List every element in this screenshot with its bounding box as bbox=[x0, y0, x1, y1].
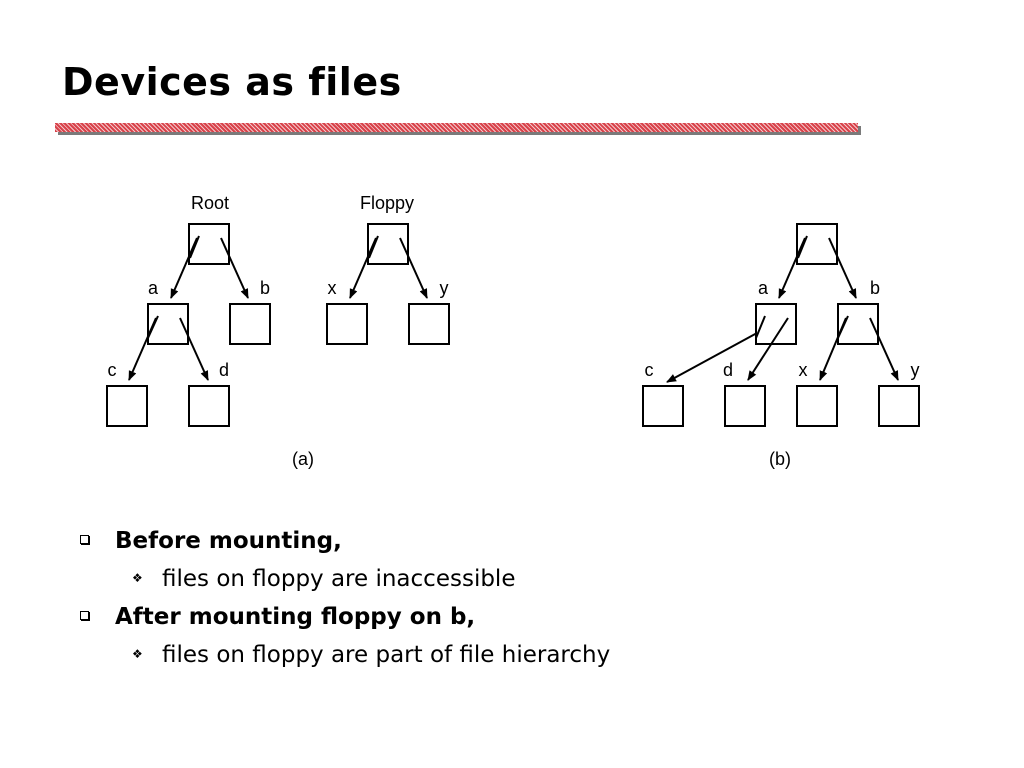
tree-a-label-x: x bbox=[328, 278, 337, 298]
tree-b-root-node bbox=[796, 223, 838, 265]
tree-a-label-d: d bbox=[219, 360, 229, 380]
tree-b-node-x bbox=[796, 385, 838, 427]
tree-a-node-x bbox=[326, 303, 368, 345]
tree-b-node-c bbox=[642, 385, 684, 427]
sub-bullet-item: ❖ files on floppy are inaccessible bbox=[132, 566, 515, 592]
tree-b-node-y bbox=[878, 385, 920, 427]
sub-bullet-item: ❖ files on floppy are part of file hierar… bbox=[132, 642, 610, 668]
tree-a-label-b: b bbox=[260, 278, 270, 298]
slide-title: Devices as files bbox=[62, 60, 402, 104]
sub-bullet-text: files on floppy are inaccessible bbox=[162, 566, 516, 592]
tree-b-node-b bbox=[837, 303, 879, 345]
tree-b-node-a bbox=[755, 303, 797, 345]
tree-b-node-d bbox=[724, 385, 766, 427]
tree-a-label-y: y bbox=[440, 278, 449, 298]
tree-a-node-c bbox=[106, 385, 148, 427]
tree-b-label-c: c bbox=[645, 360, 654, 380]
tree-a-root-label: Root bbox=[191, 193, 229, 213]
tree-a-floppy-label: Floppy bbox=[360, 193, 414, 213]
bullet-text: After mounting floppy on b, bbox=[115, 604, 476, 630]
diamond-bullet-icon: ❖ bbox=[132, 646, 143, 661]
tree-a-node-d bbox=[188, 385, 230, 427]
tree-a-root-node bbox=[188, 223, 230, 265]
tree-b-label-a: a bbox=[758, 278, 769, 298]
tree-b-label-x: x bbox=[799, 360, 808, 380]
bullet-item: After mounting floppy on b, bbox=[80, 604, 475, 630]
sub-bullet-text: files on floppy are part of file hierarc… bbox=[162, 642, 611, 668]
tree-b-label-y: y bbox=[911, 360, 920, 380]
figure-a-caption: (a) bbox=[292, 449, 314, 469]
square-bullet-icon bbox=[80, 611, 89, 620]
diamond-bullet-icon: ❖ bbox=[132, 570, 143, 585]
tree-b-label-b: b bbox=[870, 278, 880, 298]
tree-b-label-d: d bbox=[723, 360, 733, 380]
tree-a-floppy-node bbox=[367, 223, 409, 265]
tree-a-label-a: a bbox=[148, 278, 159, 298]
bullet-item: Before mounting, bbox=[80, 528, 342, 554]
tree-a-label-c: c bbox=[108, 360, 117, 380]
figure-b-caption: (b) bbox=[769, 449, 791, 469]
square-bullet-icon bbox=[80, 535, 89, 544]
bullet-text: Before mounting, bbox=[115, 528, 342, 554]
tree-a-node-b bbox=[229, 303, 271, 345]
tree-a-node-a bbox=[147, 303, 189, 345]
title-underline bbox=[55, 123, 858, 132]
tree-a-node-y bbox=[408, 303, 450, 345]
